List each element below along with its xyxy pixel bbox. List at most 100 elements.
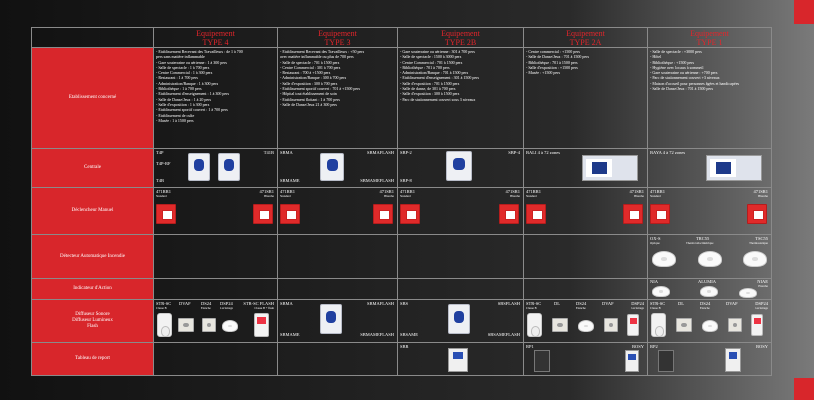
establishment-line: - Salle d'exposition : 300 à 1500 pers (400, 91, 460, 97)
centrale-type3: SBMA SBMAFLASH SBMAME SBMAMEFLASH (277, 148, 398, 188)
establishment-line: - Centre Commercial : 301 à 700 pers (280, 64, 341, 70)
row-etablissement: Etablissement concerné - Etablissement R… (31, 47, 772, 149)
establishment-line: - Salle d'exposition : 1 à 300 pers (156, 101, 210, 107)
declencheur-type4: 471RR1 Standard 471SR1 Blanche (153, 187, 278, 235)
header-line2: TYPE 4 (202, 37, 229, 47)
diffuser-label: SBSAMEFLASH (487, 332, 520, 337)
sounder-panel-image (320, 304, 342, 334)
diffuser-label: DVAF (602, 301, 614, 306)
callpoint-label: 471RR1 (280, 189, 296, 194)
establishment-line: - Parc de stationnement couvert sous 3 n… (400, 96, 476, 102)
tableau-type1: RP2 BOSY (647, 342, 772, 376)
detector-label: TRC55 (696, 236, 710, 241)
row-diffuseur: Diffuseur Sonore Diffuseur Lumineux Flas… (31, 299, 772, 343)
establishment-line: - Gare souterraine ou aérienne : 1 à 300… (156, 59, 227, 65)
establishment-line: - Administration/Banque : 300 à 700 pers (280, 75, 347, 81)
callpoint-sub: Standard (650, 194, 661, 198)
sounder-image (527, 313, 542, 337)
indicator-sub: Etanche (758, 284, 768, 288)
report-label: BOSY (755, 344, 768, 349)
detector-sub: Thermovélocimétrique (686, 241, 714, 245)
diffuser-sub: Classe B (526, 306, 537, 310)
callpoint-sub: Standard (280, 194, 291, 198)
diffuser-label: STR-SC (156, 301, 172, 306)
label-line: Flash (87, 324, 98, 329)
diffuser-sub: à éclairage (755, 306, 768, 310)
declencheur-type2b: 471RR1 Standard 471SR1 Blanche (397, 187, 524, 235)
etab-list-type2a: - Centre commercial : +1500 pers- Salle … (523, 47, 648, 149)
establishment-line: - Hôtel (650, 54, 662, 60)
centrale-label: T4B (156, 178, 165, 183)
establishment-line: - Etablissement sportif couvert : 1 à 70… (156, 107, 228, 113)
establishment-line: - Musée : +1500 pers (526, 70, 561, 76)
centrale-label: SBMAMEFLASH (360, 178, 394, 183)
centrale-label: T4P (156, 150, 164, 155)
callpoint-sub: Blanche (264, 194, 274, 198)
report-panel-image (448, 348, 468, 372)
action-indicator-image (739, 288, 757, 298)
diffuser-label: DL (678, 301, 684, 306)
header-line1: Equipement (318, 28, 357, 38)
centrale-label: T4P-RF (156, 161, 171, 166)
header-line2: TYPE 2B (444, 37, 477, 47)
row-detecteur: Détecteur Automatique Incendie OX-S Opti… (31, 234, 772, 279)
etab-list-type3: - Etablissement Recevant des Travailleur… (277, 47, 398, 149)
sounder-image (728, 318, 742, 332)
header-line1: Equipement (196, 28, 235, 38)
indicateur-type1: NIA ALUMIA NIAE Etanche (647, 278, 772, 300)
establishment-line: - Etablissement flottant : 1 à 700 pers (280, 96, 340, 102)
callpoint-sub: Standard (526, 194, 537, 198)
establishment-line: - Salle de Danse/Jeux : 701 à 1500 pers (650, 86, 714, 92)
indicator-label: ALUMIA (698, 279, 716, 285)
establishment-line: - Bibliothèque : 701 à 1500 pers (526, 59, 578, 65)
establishment-line: - Etablissement d'enseignement : 301 à 1… (400, 75, 480, 81)
callpoint-label: 471SR1 (379, 189, 394, 194)
callpoint-label: 471RR1 (526, 189, 542, 194)
detecteur-type4 (153, 234, 278, 279)
row-label-etablissement: Etablissement concerné (31, 47, 154, 149)
establishment-line: - Salle de Danse/Jeux : 701 à 1500 pers (526, 54, 590, 60)
alarm-panel-image (218, 153, 240, 181)
header-line2: TYPE 2A (569, 37, 602, 47)
establishment-line: - Centre commercial : +1500 pers (526, 49, 580, 54)
establishment-line: - Salle d'exposition : 701 à 1500 pers (400, 80, 460, 86)
diffuser-label: DVAF (179, 301, 191, 306)
report-panel-image (725, 348, 741, 372)
establishment-line: - Centre Commercial : 701 à 1500 pers (400, 59, 463, 65)
establishment-line: - Etablissement de culte (156, 112, 195, 118)
centrale-label: SBP-2 (400, 150, 412, 155)
establishment-line: avec matière inflammable ou plus de 700 … (280, 54, 354, 60)
sounder-image (604, 318, 618, 332)
report-label: RP1 (526, 344, 534, 349)
establishment-line: - Administration/Banque : 701 à 1500 per… (400, 70, 469, 76)
diffuser-sub: à éclairage (631, 306, 644, 310)
callpoint-label: 471RR1 (156, 189, 172, 194)
indicateur-type4 (153, 278, 278, 300)
diffuser-sub: à éclairage (220, 306, 233, 310)
label-line: Diffuseur Lumineux (72, 318, 113, 323)
callpoint-image (400, 204, 420, 224)
diffuser-label: DL (554, 301, 560, 306)
callpoint-label: 471RR1 (650, 189, 666, 194)
diffuser-label: SBSAME (400, 332, 419, 337)
indicator-label: NIA (650, 279, 658, 285)
establishment-line: - Salle d'exposition : 300 à 700 pers (280, 80, 338, 86)
action-indicator-image (700, 286, 718, 297)
establishment-line: - Etablissement Recevant des Travailleur… (156, 49, 243, 54)
corner-accent-bottom (794, 378, 814, 400)
detecteur-type1: OX-S Optique TRC55 Thermovélocimétrique … (647, 234, 772, 279)
detector-sub: Optique (650, 241, 660, 245)
diffuser-label: DSP24 (631, 301, 644, 306)
diffuser-label: DVAF (726, 301, 738, 306)
alarm-panel-image (706, 155, 762, 181)
establishment-line: - Hygiène avec locaux à sommeil (650, 64, 704, 70)
diffuseur-type1: STR-SC Classe B DL DS24 Etanche DVAF DSP… (647, 299, 772, 343)
establishment-line: pers sans matière inflammable (156, 54, 205, 60)
diffuser-label: STR-SC (526, 301, 542, 306)
report-label: RP2 (650, 344, 658, 349)
establishment-line: - Restaurant : 1 à 700 pers (156, 75, 198, 81)
